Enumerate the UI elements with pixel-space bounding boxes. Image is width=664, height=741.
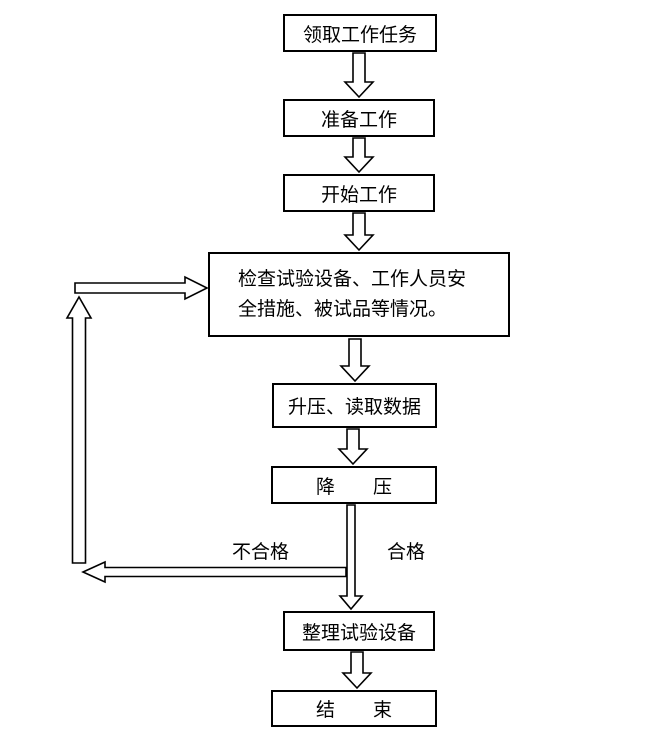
flow-box-receive-task: 领取工作任务 [283, 14, 437, 52]
arrow-down-start-to-inspect [343, 212, 375, 252]
branch-label-pass: 合格 [387, 542, 426, 563]
flow-box-prepare-work: 准备工作 [283, 99, 435, 137]
branch-label-fail: 不合格 [232, 542, 290, 563]
loop-arrow-left [81, 560, 347, 584]
arrow-down-tidy-to-end [341, 651, 373, 690]
flow-box-label: 整理试验设备 [301, 622, 416, 644]
flow-box-label: 检查试验设备、工作人员安全措施、被试品等情况。 [238, 268, 467, 320]
arrow-down-lower-to-tidy [338, 504, 364, 611]
flow-box-label: 准备工作 [320, 109, 397, 131]
arrow-down-raise-to-lower [337, 428, 369, 466]
flow-box-label: 结 束 [315, 700, 392, 721]
flow-box-label: 领取工作任务 [302, 24, 417, 46]
flow-box-label: 升压、读取数据 [287, 397, 421, 418]
flow-box-label: 开始工作 [320, 184, 397, 206]
flow-box-raise-voltage-read-data: 升压、读取数据 [272, 383, 437, 428]
flow-box-start-work: 开始工作 [283, 174, 435, 212]
flow-box-tidy-equipment: 整理试验设备 [283, 611, 435, 651]
arrow-down-prepare-to-start [343, 137, 375, 174]
loop-arrow-up [65, 295, 93, 564]
loop-arrow-right-to-inspect [74, 275, 209, 301]
flow-box-end: 结 束 [271, 690, 437, 727]
arrow-down-receive-to-prepare [343, 52, 375, 99]
arrow-down-inspect-to-raise [339, 338, 371, 383]
flow-box-label: 降 压 [315, 476, 392, 498]
flow-box-lower-voltage: 降 压 [271, 466, 437, 504]
flow-box-inspect-equipment: 检查试验设备、工作人员安全措施、被试品等情况。 [208, 252, 510, 337]
